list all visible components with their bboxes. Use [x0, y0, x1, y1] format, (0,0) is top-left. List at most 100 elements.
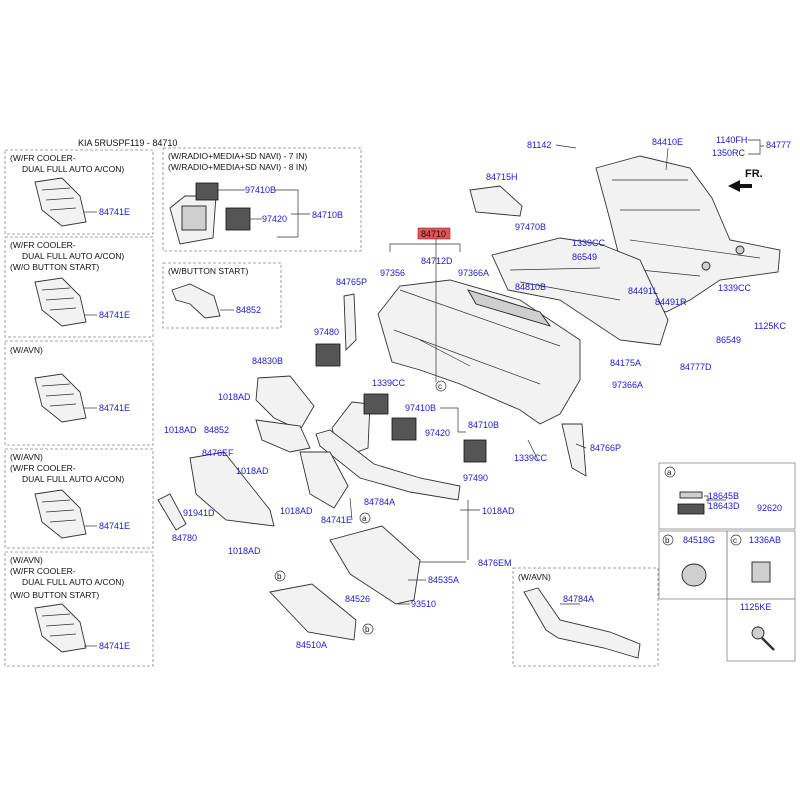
- label-97410b: 97410B: [405, 403, 436, 413]
- variant-4-part: 84741E: [99, 521, 130, 531]
- label-84712d: 84712D: [421, 256, 453, 266]
- side-cover-left-image: [343, 293, 357, 352]
- legend-a-part-18643d: 18643D: [708, 501, 740, 511]
- front-direction-arrow: FR.: [728, 168, 763, 192]
- label-1018ad-a: 1018AD: [218, 392, 251, 402]
- variant-2-line-2: DUAL FULL AUTO A/CON): [22, 251, 124, 261]
- label-1350rc: 1350RC: [712, 148, 746, 158]
- radio-line-1: (W/RADIO+MEDIA+SD NAVI) - 7 IN): [168, 151, 307, 161]
- legend-b-part: 84518G: [683, 535, 715, 545]
- direction-label: FR.: [745, 168, 763, 180]
- clip-image: [751, 561, 771, 583]
- label-84526: 84526: [345, 594, 370, 604]
- switch-panel-image: [34, 603, 87, 653]
- label-8476em: 8476EM: [478, 558, 512, 568]
- label-1339cc-b: 1339CC: [718, 283, 752, 293]
- legend-table: a 18645B 18643D 92620 b 84518G c 1336AB …: [658, 462, 796, 662]
- callout-b-1: b: [277, 572, 282, 581]
- air-duct-image: [491, 237, 669, 346]
- diagram-title: KIA 5RUSPF119 - 84710: [78, 138, 177, 148]
- bolt-head-image: [751, 626, 765, 640]
- label-97356: 97356: [380, 268, 405, 278]
- label-1018ad-c: 1018AD: [236, 466, 269, 476]
- label-1018ad-f: 1018AD: [228, 546, 261, 556]
- switch-panel-image: [34, 177, 87, 227]
- label-1140fh: 1140FH: [716, 135, 747, 145]
- legend-d-part: 1125KE: [740, 602, 771, 612]
- variant-3-part: 84741E: [99, 403, 130, 413]
- switch-panel-image: [34, 277, 87, 327]
- legend-c-part: 1336AB: [749, 535, 781, 545]
- part-labels: 81142 84410E 1140FH 1350RC 84777 84715H …: [164, 135, 791, 650]
- label-1018ad-e: 1018AD: [482, 506, 515, 516]
- label-8476ef: 8476EF: [202, 448, 234, 458]
- radio-line-2: (W/RADIO+MEDIA+SD NAVI) - 8 IN): [168, 162, 307, 172]
- radio-variant-box: (W/RADIO+MEDIA+SD NAVI) - 7 IN) (W/RADIO…: [162, 147, 362, 252]
- radio-part-97420: 97420: [262, 214, 287, 224]
- variant-2-line-1: (W/FR COOLER-: [10, 240, 76, 250]
- callout-a: a: [362, 514, 367, 523]
- variant-1-line-1: (W/FR COOLER-: [10, 153, 76, 163]
- vent-97420-image: [391, 417, 417, 441]
- radio-screen-image: [181, 205, 207, 231]
- variant-box-3: (W/AVN) 84741E: [4, 340, 154, 446]
- variant-4-line-1: (W/AVN): [10, 452, 43, 462]
- glove-box-housing-image: [329, 525, 421, 605]
- arrow-icon: [728, 180, 752, 192]
- label-84491l: 84491L: [628, 286, 658, 296]
- label-84780: 84780: [172, 533, 197, 543]
- label-91941d: 91941D: [183, 508, 215, 518]
- avn-variant-box: (W/AVN) 84784A: [512, 567, 659, 667]
- label-84777d: 84777D: [680, 362, 712, 372]
- label-97366a-b: 97366A: [612, 380, 643, 390]
- vent-97410b-image: [363, 393, 389, 415]
- switch-panel-image: [34, 373, 87, 423]
- legend-c-letter: c: [733, 536, 737, 545]
- variant-5-line-1: (W/AVN): [10, 555, 43, 565]
- label-1018ad-b: 1018AD: [164, 425, 197, 435]
- label-97420: 97420: [425, 428, 450, 438]
- glove-box-image: [269, 583, 357, 641]
- legend-a-part-92620: 92620: [757, 503, 782, 513]
- label-97490: 97490: [463, 473, 488, 483]
- variant-2-line-3: (W/O BUTTON START): [10, 262, 99, 272]
- variant-box-5: (W/AVN) (W/FR COOLER- DUAL FULL AUTO A/C…: [4, 551, 154, 667]
- label-84766p: 84766P: [590, 443, 621, 453]
- label-1339cc-c: 1339CC: [372, 378, 406, 388]
- label-97366a-a: 97366A: [458, 268, 489, 278]
- defroster-cover-image: [469, 185, 523, 217]
- lower-trim-image: [255, 419, 311, 453]
- label-84510a: 84510A: [296, 640, 327, 650]
- switch-panel-image: [34, 489, 87, 539]
- avn-trim-image: [523, 587, 641, 659]
- label-1339cc-d: 1339CC: [514, 453, 548, 463]
- vent-97490-image: [463, 439, 487, 463]
- bumper-image: [681, 563, 707, 587]
- avn-box-title: (W/AVN): [518, 572, 551, 582]
- label-97480: 97480: [314, 327, 339, 337]
- label-93510: 93510: [411, 599, 436, 609]
- lower-trim-84784a-image: [315, 429, 461, 501]
- label-84535a: 84535A: [428, 575, 459, 585]
- center-switch-image: [299, 451, 349, 509]
- button-start-title: (W/BUTTON START): [168, 266, 248, 276]
- label-1125kc: 1125KC: [754, 321, 786, 331]
- variant-1-line-2: DUAL FULL AUTO A/CON): [22, 164, 124, 174]
- variant-2-part: 84741E: [99, 310, 130, 320]
- side-cover-84780-image: [157, 493, 187, 531]
- label-84710b: 84710B: [468, 420, 499, 430]
- label-84852: 84852: [204, 425, 229, 435]
- legend-a-letter: a: [667, 468, 672, 477]
- avn-box-part: 84784A: [563, 594, 594, 604]
- label-86549-a: 86549: [572, 252, 597, 262]
- label-84810b: 84810B: [515, 282, 546, 292]
- label-86549-b: 86549: [716, 335, 741, 345]
- label-84491r: 84491R: [655, 297, 687, 307]
- variant-3-line-1: (W/AVN): [10, 345, 43, 355]
- variant-4-line-2: (W/FR COOLER-: [10, 463, 76, 473]
- label-81142: 81142: [527, 140, 551, 150]
- radio-part-84710b: 84710B: [312, 210, 343, 220]
- label-97470b: 97470B: [515, 222, 546, 232]
